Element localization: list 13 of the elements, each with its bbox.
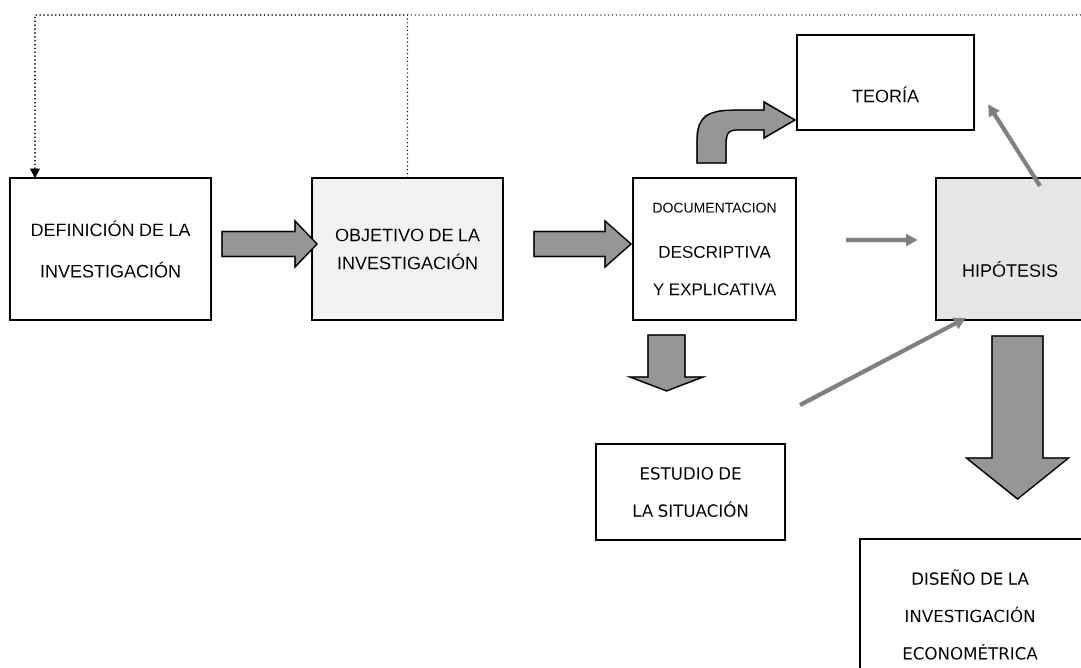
block-arrow bbox=[533, 219, 633, 269]
block-arrow bbox=[696, 101, 796, 164]
process-box: OBJETIVO DE LA INVESTIGACIÓN bbox=[311, 177, 504, 321]
process-box: DEFINICIÓN DE LA INVESTIGACIÓN bbox=[8, 177, 213, 321]
block-arrow bbox=[221, 219, 319, 269]
process-box: DOCUMENTACION DESCRIPTIVA Y EXPLICATIVA bbox=[632, 177, 797, 321]
process-box: TEORÍA bbox=[796, 34, 976, 131]
process-box: ESTUDIO DE LA SITUACIÓN bbox=[595, 443, 787, 541]
process-box: HIPÓTESIS bbox=[935, 177, 1081, 321]
block-arrow bbox=[964, 335, 1071, 501]
dotted-connector bbox=[30, 14, 1081, 178]
process-box: DISEÑO DE LA INVESTIGACIÓN ECONOMÉTRICA bbox=[859, 538, 1081, 668]
block-arrow bbox=[625, 334, 708, 392]
